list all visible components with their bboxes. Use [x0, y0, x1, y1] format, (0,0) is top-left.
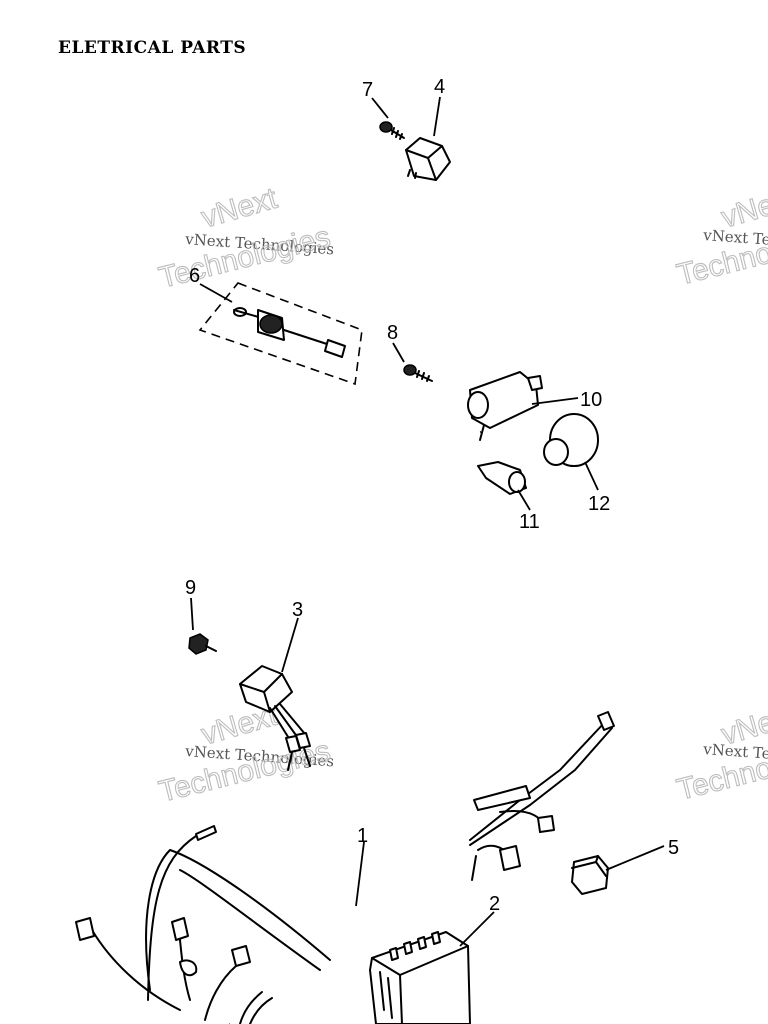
leader-3	[281, 617, 299, 673]
part-4-switch	[405, 137, 451, 181]
part-1-wiring-harness	[75, 711, 615, 1024]
callout-10: 10	[580, 389, 602, 411]
part-12-cap	[543, 413, 599, 467]
part-7-screw	[379, 121, 405, 140]
part-10-ignition-coil	[467, 371, 543, 441]
leader-8	[392, 342, 405, 363]
callout-11: 11	[519, 511, 540, 533]
watermark-text-big: vNext	[198, 182, 281, 235]
part-5-relay	[571, 855, 609, 895]
leader-2	[459, 911, 495, 947]
callout-9: 9	[185, 577, 196, 599]
part-8-screw	[403, 364, 433, 382]
watermark-top-right: vNext Technologies vNext Technologies	[673, 181, 768, 292]
part-9-bolt	[188, 633, 217, 655]
part-2-battery	[369, 931, 471, 1024]
leader-4	[433, 96, 441, 137]
callout-3: 3	[292, 599, 303, 621]
watermark-bottom-right: vNext Technologies vNext Technologies	[673, 698, 768, 807]
leader-1	[355, 841, 365, 907]
callouts: 7 4 6 8 10 12 11 9 3 1 5 2	[185, 76, 679, 915]
part-3-regulator	[239, 665, 311, 771]
leader-7	[371, 97, 389, 119]
part-6-fuse-holder	[198, 282, 363, 386]
leader-11	[517, 489, 531, 511]
watermark-top-left: vNext Technologies vNext Technologies	[155, 181, 334, 295]
callout-7: 7	[362, 79, 373, 101]
callout-1: 1	[357, 825, 368, 847]
callout-5: 5	[668, 837, 679, 859]
callout-2: 2	[489, 893, 500, 915]
leader-12	[584, 461, 599, 491]
watermark-text-big: vNext	[718, 182, 768, 235]
watermark-text-big: Technologies	[156, 220, 334, 294]
leader-5	[605, 845, 665, 871]
leader-9	[190, 597, 194, 631]
watermark-bottom-left: vNext Technologies vNext Technologies	[155, 698, 334, 809]
leader-10	[531, 397, 579, 405]
callout-4: 4	[434, 76, 445, 98]
callout-12: 12	[588, 493, 610, 515]
part-11-plug-cap	[452, 430, 527, 495]
leader-lines	[190, 96, 665, 947]
page-title: ELETRICAL PARTS	[58, 38, 247, 58]
callout-6: 6	[189, 265, 200, 287]
leader-6	[199, 283, 233, 303]
callout-8: 8	[387, 322, 398, 344]
